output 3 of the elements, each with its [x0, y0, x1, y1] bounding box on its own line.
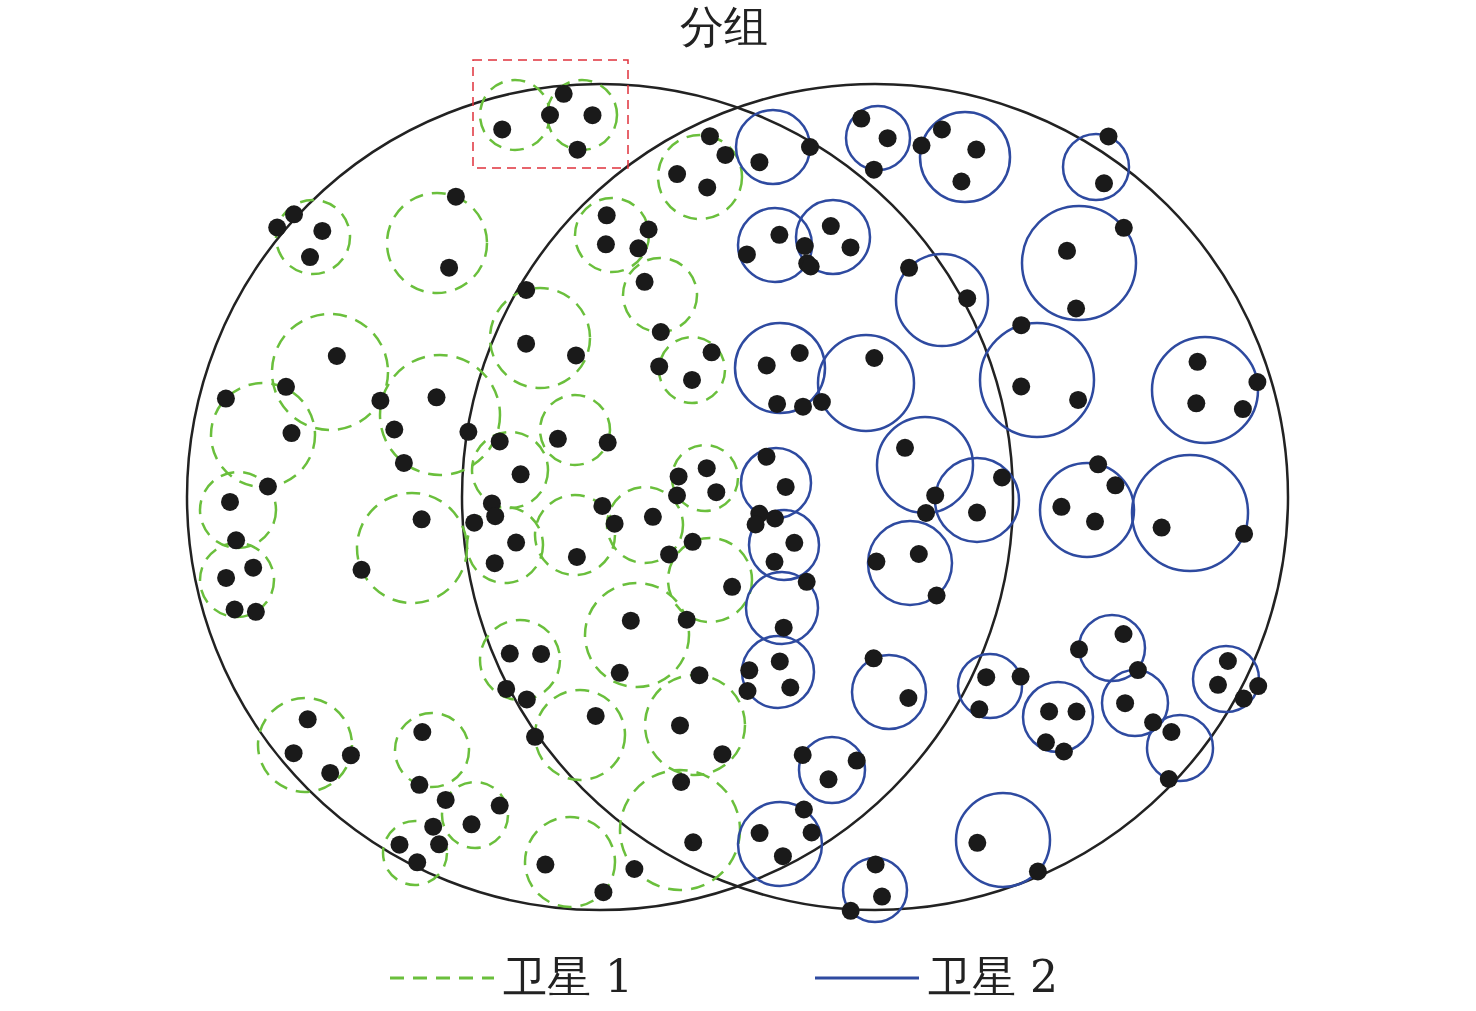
legend-label: 卫星 1 — [503, 953, 633, 1001]
title: 分组 — [680, 3, 768, 51]
legend-label: 卫星 2 — [928, 953, 1058, 1001]
